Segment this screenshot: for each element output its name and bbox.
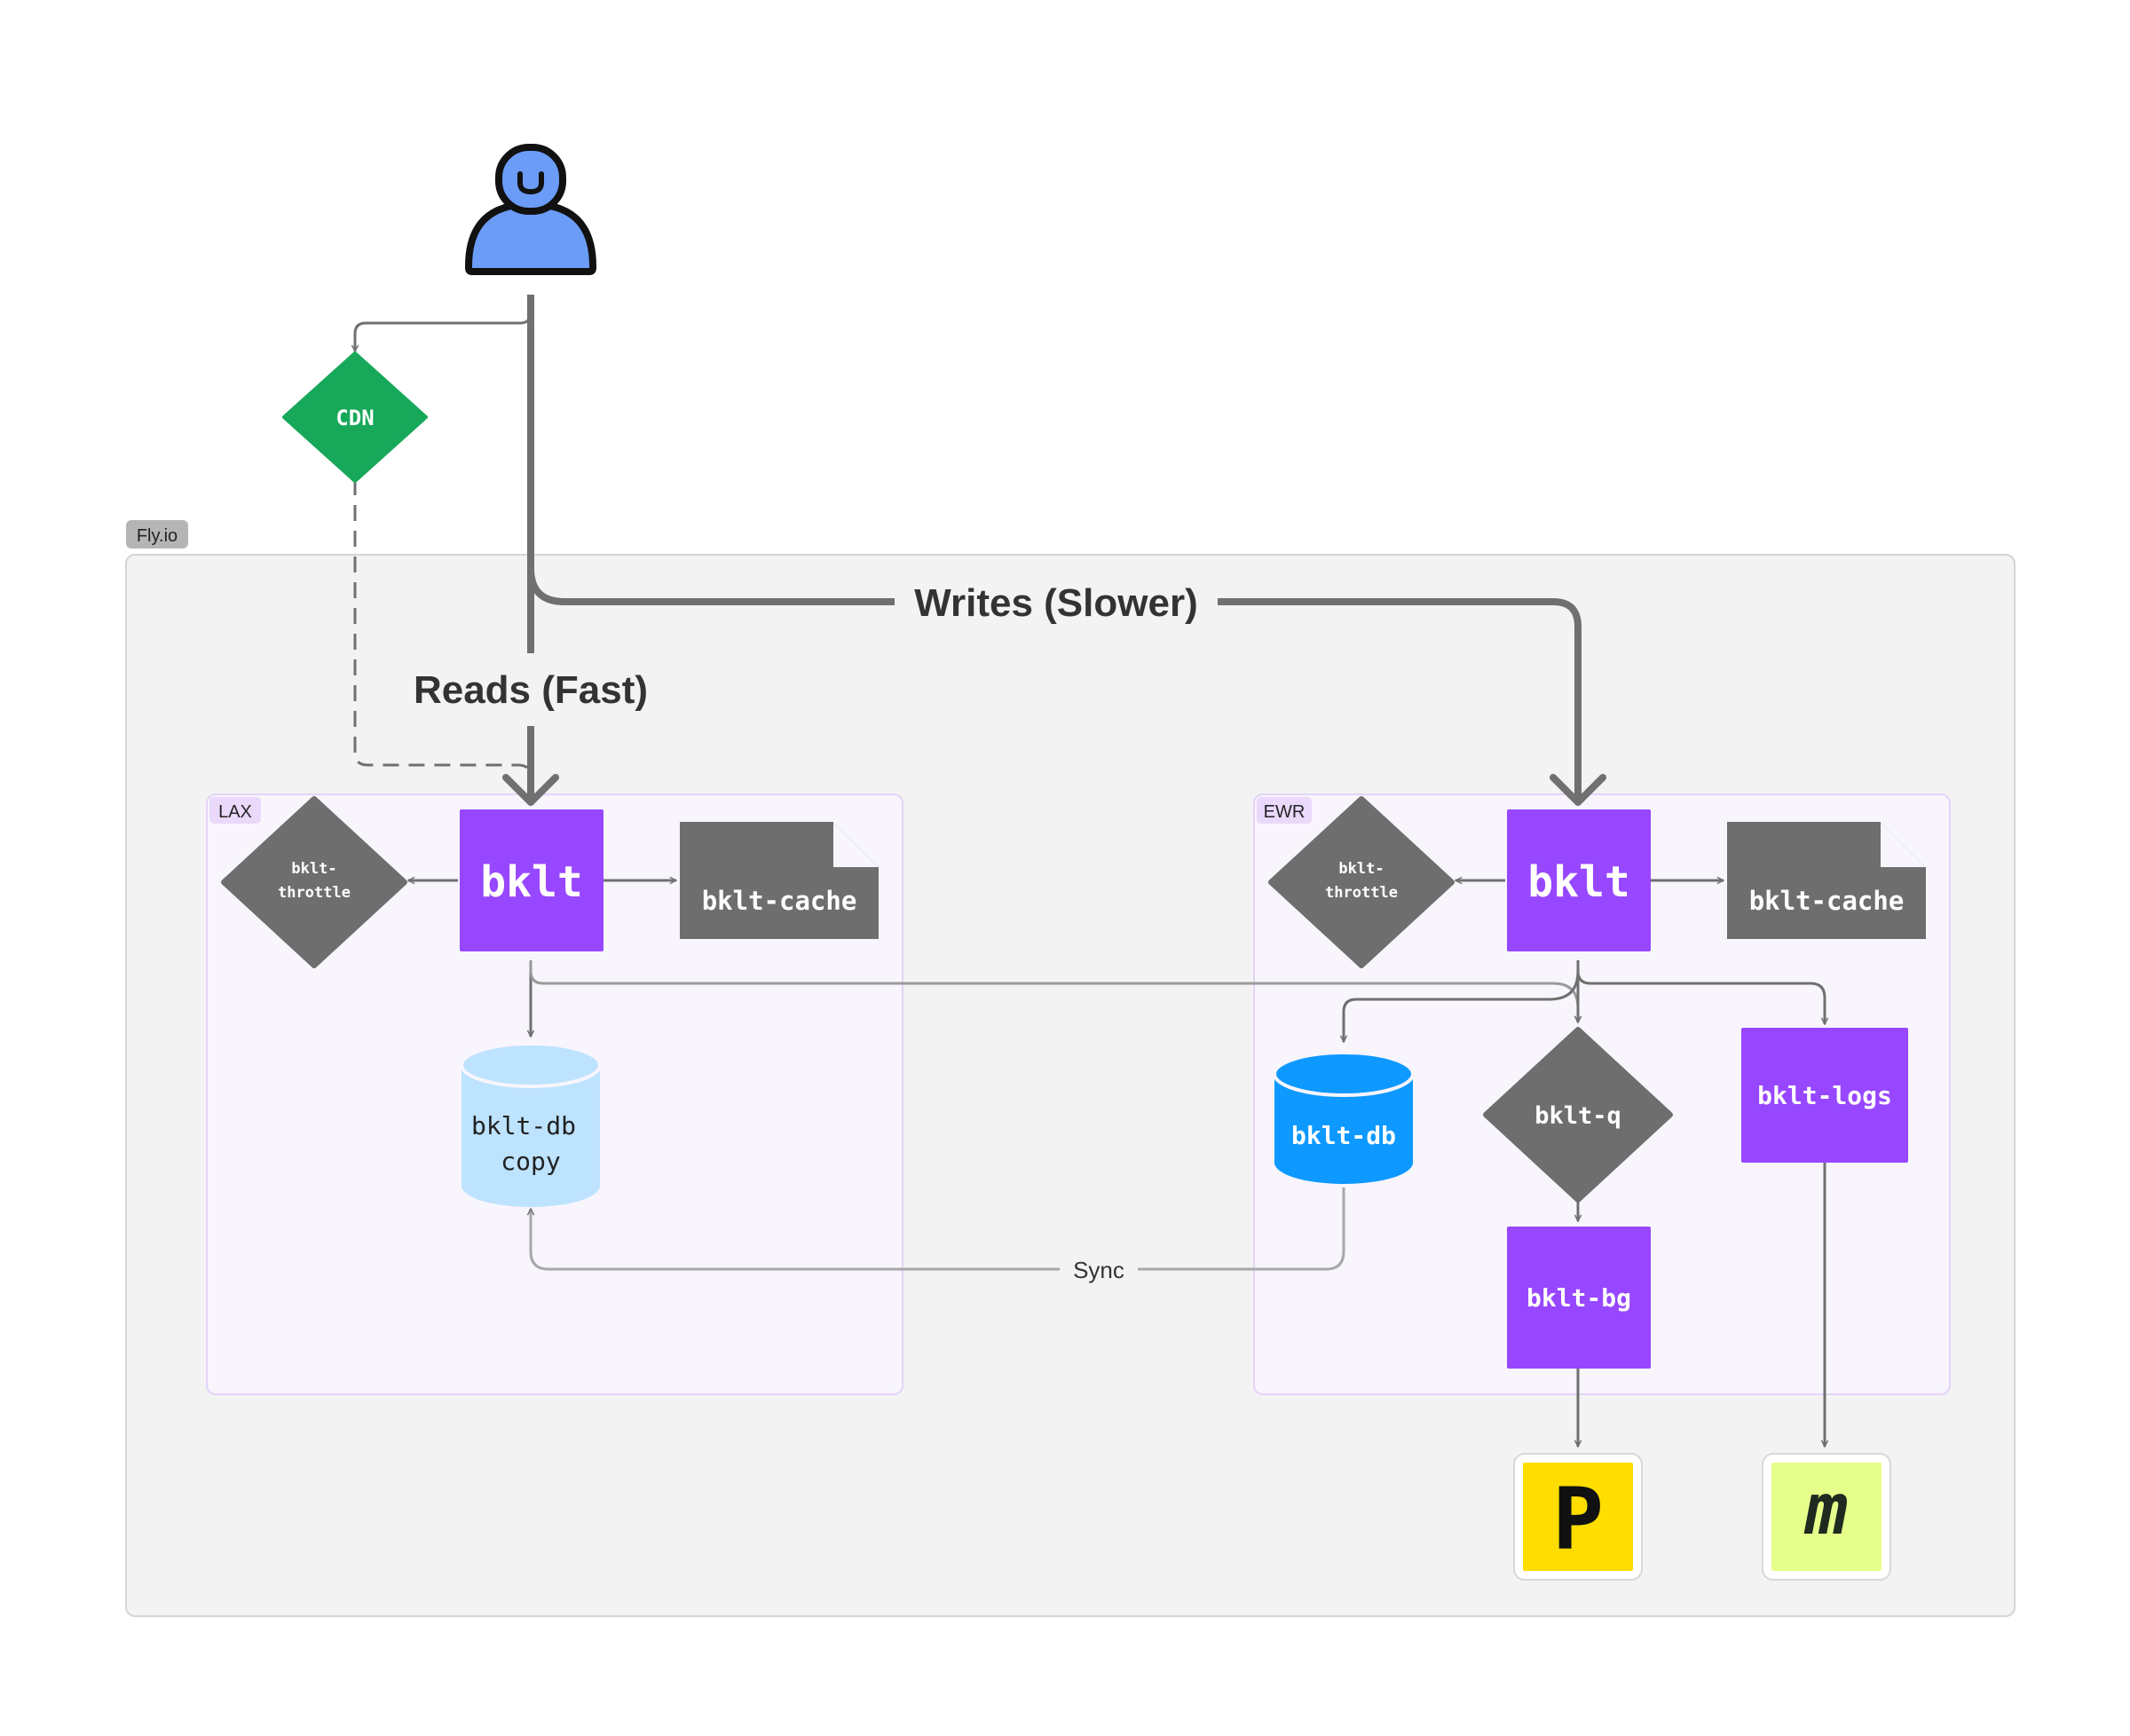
reads-arrowhead: [502, 774, 559, 806]
ewr-throttle-node: bklt- throttle: [1268, 796, 1455, 968]
ewr-throttle-label-line2: throttle: [1325, 884, 1398, 902]
sync-label: Sync: [1073, 1257, 1124, 1283]
logs-service-logo-icon: m: [1762, 1453, 1891, 1581]
lax-to-ewr-queue-connector: [529, 960, 1578, 1022]
flyio-label: Fly.io: [137, 526, 178, 546]
lax-label-tag: [209, 797, 261, 824]
lax-label: LAX: [218, 802, 252, 822]
ewr-bklt-label: bklt: [1527, 857, 1630, 907]
user-icon: [465, 144, 596, 275]
ewr-bg-node: bklt-bg: [1507, 1227, 1651, 1369]
postmark-glyph: P: [1552, 1470, 1604, 1569]
ewr-label-tag: [1257, 797, 1312, 824]
ewr-throttle-label-line1: bklt-: [1338, 860, 1384, 878]
cdn-node: CDN: [282, 351, 428, 483]
lax-cache-label: bklt-cache: [702, 886, 857, 916]
ewr-logs-node: bklt-logs: [1741, 1028, 1908, 1163]
writes-label: Writes (Slower): [914, 581, 1197, 625]
ewr-label: EWR: [1264, 802, 1306, 822]
ewr-queue-label: bklt-q: [1534, 1102, 1621, 1130]
lax-cache-node: bklt-cache: [680, 822, 879, 939]
ewr-bg-label: bklt-bg: [1526, 1283, 1631, 1313]
writes-line-right: [1218, 598, 1582, 802]
lax-bklt-label: bklt: [480, 857, 583, 907]
ewr-bklt-to-db-arrow: [1344, 960, 1580, 1042]
lax-throttle-node: bklt- throttle: [221, 796, 407, 968]
ewr-db-label: bklt-db: [1291, 1121, 1396, 1150]
flyio-label-tag: [126, 520, 188, 548]
lax-db-label-line2: copy: [501, 1147, 560, 1176]
lax-throttle-label-line1: bklt-: [291, 860, 336, 878]
sync-connector-left: [531, 1209, 1060, 1271]
cdn-to-lax-dashed-connector: [353, 479, 532, 778]
lax-throttle-label-line2: throttle: [278, 884, 351, 902]
reads-label: Reads (Fast): [414, 668, 648, 712]
postmark-logo-icon: P: [1513, 1453, 1643, 1581]
logs-service-glyph: m: [1803, 1468, 1848, 1551]
sync-connector-right: [1138, 1188, 1345, 1271]
writes-arrowhead: [1550, 774, 1606, 806]
ewr-bklt-node: bklt: [1507, 809, 1651, 951]
ewr-bklt-to-logs-arrow: [1576, 960, 1825, 1024]
ewr-cache-label: bklt-cache: [1749, 886, 1905, 916]
ewr-logs-label: bklt-logs: [1757, 1081, 1892, 1110]
user-to-cdn-connector: [355, 302, 532, 351]
lax-bklt-node: bklt: [460, 809, 604, 951]
lax-db-label-line1: bklt-db: [471, 1111, 576, 1140]
cdn-label: CDN: [335, 406, 374, 430]
writes-line-left: [527, 567, 895, 605]
ewr-db-node: bklt-db: [1273, 1051, 1415, 1184]
ewr-cache-node: bklt-cache: [1727, 822, 1926, 939]
lax-db-copy-node: bklt-db copy: [460, 1042, 602, 1207]
ewr-queue-node: bklt-q: [1483, 1027, 1673, 1203]
